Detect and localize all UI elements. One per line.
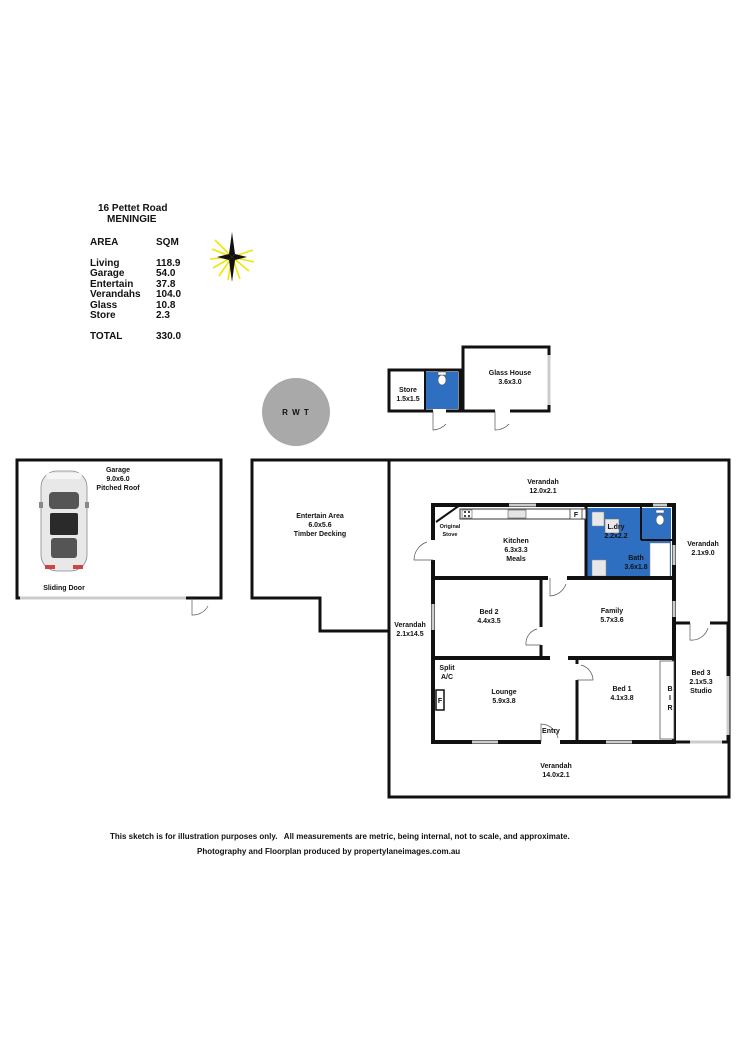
bath-name: Bath <box>628 555 644 562</box>
glass-house-dims: 3.6x3.0 <box>498 379 521 386</box>
verandah-right-name: Verandah <box>687 541 719 548</box>
property-address: 16 Pettet Road <box>98 203 168 214</box>
laundry-name: L.dry <box>607 524 624 531</box>
rwt-label: R W T <box>282 408 310 417</box>
bath-dims: 3.6x1.8 <box>624 564 647 571</box>
bed1-name: Bed 1 <box>612 686 631 693</box>
area-name: Verandahs <box>90 289 141 300</box>
verandah-bottom-dims: 14.0x2.1 <box>542 772 569 779</box>
area-value: 37.8 <box>156 278 176 290</box>
door-swing <box>413 541 709 742</box>
area-name: Entertain <box>90 278 134 290</box>
laundry-dims: 2.2x2.2 <box>604 533 627 540</box>
garage-name: Garage <box>106 467 130 474</box>
lounge-dims: 5.9x3.8 <box>492 698 515 705</box>
area-name: Garage <box>90 268 125 279</box>
area-value: 118.9 <box>156 257 181 269</box>
family-dims: 5.7x3.6 <box>600 617 623 624</box>
area-value: 104.0 <box>156 289 182 300</box>
bed2-name: Bed 2 <box>479 609 498 616</box>
bed3-note: Studio <box>690 688 712 695</box>
verandah-bottom-name: Verandah <box>540 763 572 770</box>
lounge-name: Lounge <box>491 689 516 696</box>
total-label: TOTAL <box>90 330 123 342</box>
family-name: Family <box>601 608 623 615</box>
toilet-icon <box>437 374 447 386</box>
bed3-dims: 2.1x5.3 <box>689 679 712 686</box>
split-ac-line1: Split <box>439 665 455 672</box>
kitchen-name: Kitchen <box>503 538 529 545</box>
glass-house-name: Glass House <box>489 370 532 377</box>
verandah-top-name: Verandah <box>527 479 559 486</box>
rainwater-tank <box>262 378 330 446</box>
verandah-left-dims: 2.1x14.5 <box>396 631 423 638</box>
door-swing <box>494 411 510 431</box>
fireplace-icon <box>435 689 445 711</box>
compass-icon <box>209 232 255 282</box>
entertain-area-note: Timber Decking <box>294 531 346 538</box>
kitchen-dims: 6.3x3.3 <box>504 547 527 554</box>
store-dims: 1.5x1.5 <box>396 396 419 403</box>
kitchen-note: Meals <box>506 556 526 563</box>
property-town: MENINGIE <box>107 214 157 225</box>
entertain-area-name: Entertain Area <box>296 513 344 520</box>
store-name: Store <box>399 387 417 394</box>
verandah-right-dims: 2.1x9.0 <box>691 550 714 557</box>
split-ac-line2: A/C <box>441 674 453 681</box>
bed3-name: Bed 3 <box>691 670 710 677</box>
verandah-left-name: Verandah <box>394 622 426 629</box>
glass-house <box>461 345 551 431</box>
garage <box>15 458 223 616</box>
entry-label: Entry <box>542 728 560 735</box>
area-name: Living <box>90 257 120 269</box>
entertain-area-outline <box>250 458 731 799</box>
bed2-dims: 4.4x3.5 <box>477 618 500 625</box>
bir-letter: B <box>667 686 672 693</box>
area-name: Store <box>90 310 116 321</box>
area-column-header: AREA <box>90 237 119 248</box>
credit-text: Photography and Floorplan produced by pr… <box>197 847 461 856</box>
area-value: 10.8 <box>156 299 176 311</box>
disclaimer-text: This sketch is for illustration purposes… <box>110 832 570 841</box>
door-swing <box>191 598 209 616</box>
total-value: 330.0 <box>156 330 182 342</box>
door-swing <box>432 411 447 431</box>
bir-letter: R <box>667 705 672 712</box>
sliding-door-label: Sliding Door <box>43 585 85 592</box>
area-value: 54.0 <box>156 268 176 279</box>
sqm-column-header: SQM <box>156 237 179 248</box>
bed1-dims: 4.1x3.8 <box>610 695 633 702</box>
bir-letter: I <box>669 695 671 702</box>
fridge-label: F <box>574 512 579 519</box>
garage-note: Pitched Roof <box>96 485 140 492</box>
built-in-robe <box>659 660 675 740</box>
cooktop-icon <box>461 509 473 519</box>
garage-dims: 9.0x6.0 <box>106 476 129 483</box>
fireplace-label: F <box>438 698 443 705</box>
area-value: 2.3 <box>156 310 170 321</box>
verandah-top-dims: 12.0x2.1 <box>529 488 556 495</box>
toilet-icon <box>655 514 665 526</box>
entertain-area-dims: 6.0x5.6 <box>308 522 331 529</box>
original-stove-line1: Original <box>440 524 461 530</box>
store-room <box>387 368 462 431</box>
area-name: Glass <box>90 299 118 311</box>
car-icon <box>39 470 89 572</box>
original-stove-line2: Stove <box>443 532 458 538</box>
